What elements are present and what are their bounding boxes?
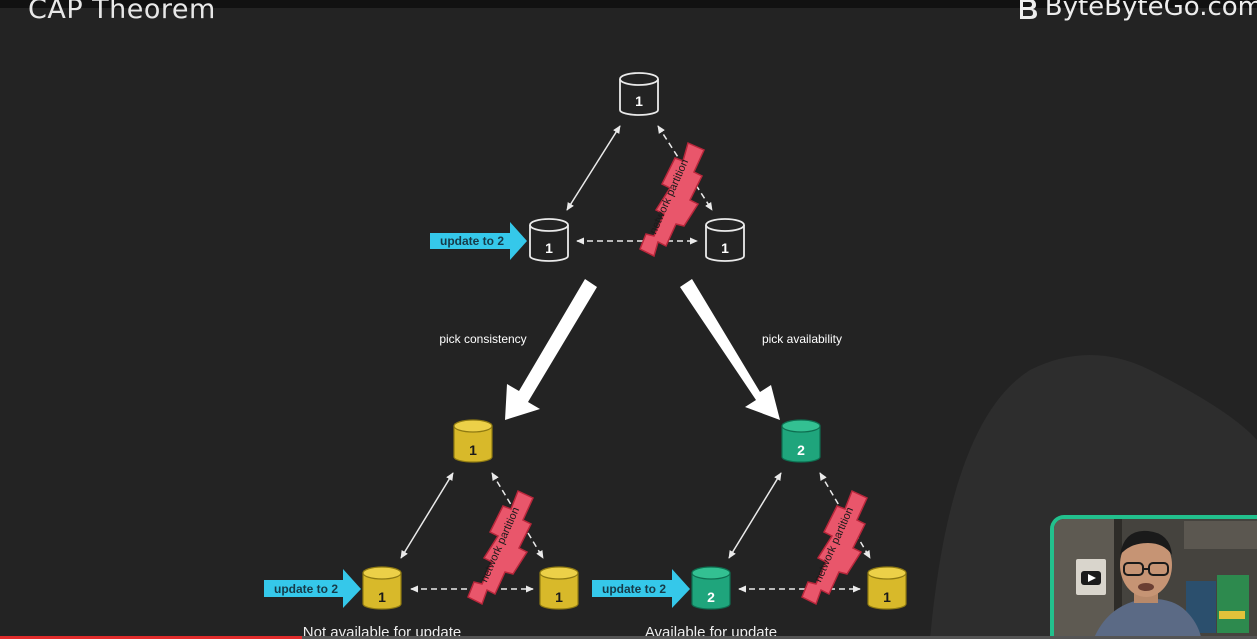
database-node-top: 1 (619, 72, 659, 116)
availability-triangle: network partition update to 2 2 2 1 Avai… (592, 419, 907, 639)
bytebytego-logo-icon (1019, 0, 1037, 19)
database-node-left: 1 (362, 566, 402, 610)
brand-logo: ByteByteGo.com (1017, 0, 1257, 22)
pick-availability-arrow (680, 279, 780, 420)
sync-link-left (400, 472, 454, 559)
pick-availability-label: pick availability (762, 332, 842, 346)
database-node-top: 1 (453, 419, 493, 463)
network-partition: network partition (801, 489, 868, 606)
node-value: 2 (797, 442, 805, 458)
database-node-left: 2 (691, 566, 731, 610)
network-partition: network partition (639, 141, 705, 258)
top-triangle: network partition update to 2 1 1 1 (430, 72, 745, 262)
sync-link-right (491, 472, 544, 559)
presenter-video-frame (1054, 519, 1257, 639)
availability-caption: Available for update (645, 624, 777, 639)
node-value: 1 (555, 589, 563, 605)
database-node-left: 1 (529, 218, 569, 262)
sync-link-right (819, 472, 871, 559)
database-node-right: 1 (867, 566, 907, 610)
node-value: 1 (883, 589, 891, 605)
update-label: update to 2 (274, 582, 338, 596)
pick-consistency-label: pick consistency (439, 332, 526, 346)
pick-consistency-arrow (505, 279, 597, 420)
update-arrow: update to 2 (430, 222, 527, 260)
network-partition: network partition (467, 489, 534, 606)
node-value: 1 (378, 589, 386, 605)
database-node-right: 1 (705, 218, 745, 262)
database-node-right: 1 (539, 566, 579, 610)
video-progress-fill (0, 636, 302, 639)
update-arrow: update to 2 (592, 569, 690, 608)
consistency-triangle: network partition update to 2 1 1 1 Not … (264, 419, 579, 639)
sync-link-right (657, 125, 713, 211)
update-label: update to 2 (440, 234, 504, 248)
update-label: update to 2 (602, 582, 666, 596)
presenter-webcam (1050, 515, 1257, 639)
node-value: 1 (545, 240, 553, 256)
node-value: 1 (721, 240, 729, 256)
database-node-top: 2 (781, 419, 821, 463)
update-arrow: update to 2 (264, 569, 361, 608)
video-progress-bar[interactable] (0, 636, 1257, 639)
node-value: 1 (469, 442, 477, 458)
consistency-caption: Not available for update (303, 624, 461, 639)
brand-name: ByteByteGo.com (1044, 0, 1257, 22)
slide-title: CAP Theorem (28, 0, 216, 25)
sync-link-left (566, 125, 621, 211)
video-top-bar (0, 0, 1257, 8)
sync-link-left (728, 472, 782, 559)
node-value: 1 (635, 93, 643, 109)
node-value: 2 (707, 589, 715, 605)
